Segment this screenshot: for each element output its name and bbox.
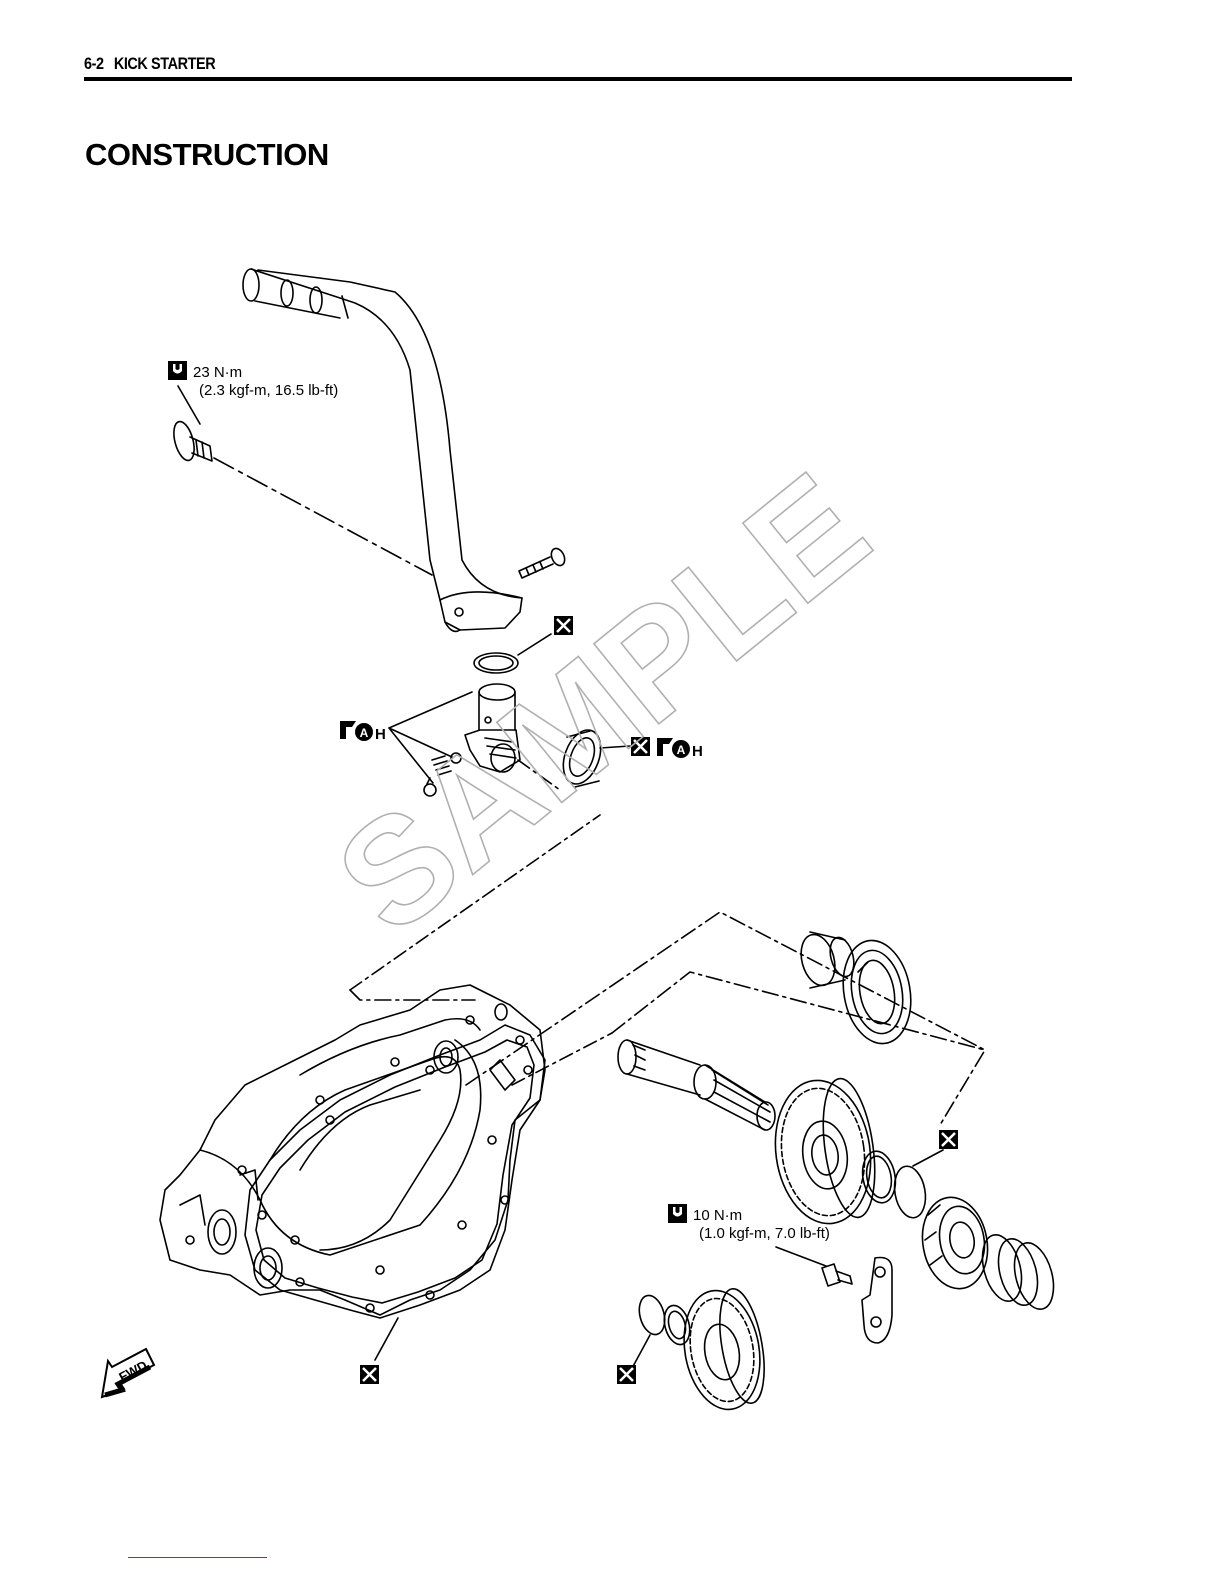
idle-gear: [675, 1284, 772, 1415]
idle-washer: [660, 1303, 694, 1348]
grease-marker-1: A H: [340, 721, 386, 743]
circlip-leader: [913, 1150, 943, 1166]
grease-suffix: H: [375, 726, 386, 743]
footer-link-underline[interactable]: [128, 1557, 267, 1558]
bolt-axis-line: [214, 458, 432, 575]
torque-wrench-icon: [668, 1204, 687, 1223]
guide-bolt: [822, 1264, 852, 1286]
spring-guide: [796, 931, 858, 990]
torque-spec-1: 23 N·m (2.3 kgf-m, 16.5 lb-ft): [168, 361, 338, 400]
torque-detail-1: (2.3 kgf-m, 16.5 lb-ft): [168, 382, 338, 399]
torque-leader-2: [776, 1247, 826, 1266]
grease-label: A: [360, 726, 369, 740]
torque-detail-2: (1.0 kgf-m, 7.0 lb-ft): [668, 1225, 830, 1242]
gasket-leader: [375, 1318, 398, 1360]
grease-suffix: H: [692, 743, 703, 760]
idle-circlip: [635, 1293, 669, 1338]
torque-wrench-icon: [168, 361, 187, 380]
flange-bolt: [170, 419, 212, 462]
guide-plate: [862, 1258, 892, 1344]
torque-value-1: 23 N·m: [193, 364, 242, 381]
torque-spec-2: 10 N·m (1.0 kgf-m, 7.0 lb-ft): [668, 1204, 830, 1243]
ratchet: [915, 1192, 994, 1294]
torque-value-2: 10 N·m: [693, 1207, 742, 1224]
sample-watermark: SAMPLE: [306, 441, 897, 965]
lever-bolt: [519, 546, 567, 578]
ratchet-spring: [976, 1230, 1060, 1313]
crankcase-cover: [160, 985, 545, 1315]
bracket-lines: [350, 990, 475, 1000]
return-spring: [835, 935, 918, 1049]
kick-starter-lever: [243, 269, 522, 631]
cover-gasket: [245, 1025, 545, 1318]
splined-shaft: [618, 1040, 775, 1130]
fwd-arrow-icon: FWD: [102, 1349, 154, 1397]
circlip: [891, 1164, 930, 1220]
